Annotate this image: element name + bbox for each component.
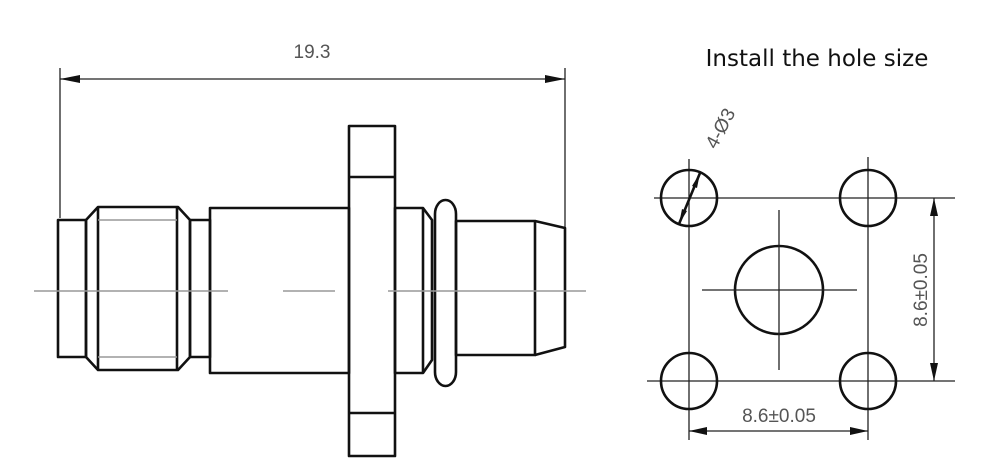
mounting-hole bbox=[838, 351, 898, 411]
hex-nut bbox=[84, 205, 192, 372]
length-label: 19.3 bbox=[294, 42, 331, 63]
arrow-right-icon bbox=[545, 75, 565, 83]
left-cap bbox=[56, 218, 88, 359]
mounting-hole bbox=[659, 351, 719, 411]
neck bbox=[188, 218, 212, 359]
arrow-left-icon bbox=[689, 427, 707, 435]
o-ring bbox=[433, 198, 458, 388]
arrow-left-icon bbox=[60, 75, 80, 83]
arrow-up-icon bbox=[930, 198, 938, 216]
horizontal-spacing-label: 8.6±0.05 bbox=[742, 406, 816, 427]
hole-callout: 4-Ø3 bbox=[702, 105, 740, 152]
tip-taper bbox=[534, 219, 567, 357]
tip bbox=[454, 219, 537, 357]
arrow-icon bbox=[692, 173, 700, 188]
arrow-icon bbox=[679, 209, 687, 224]
arrow-right-icon bbox=[850, 427, 868, 435]
mounting-hole bbox=[838, 168, 898, 228]
vertical-spacing-label: 8.6±0.05 bbox=[911, 253, 932, 327]
arrow-down-icon bbox=[930, 363, 938, 381]
mounting-hole bbox=[659, 168, 719, 228]
hole-pattern-title: Install the hole size bbox=[706, 46, 929, 72]
connector-side-view: 19.3 bbox=[34, 42, 586, 458]
hole-pattern-view: Install the hole size 4-Ø3 8.6±0.05 8.6±… bbox=[647, 46, 955, 440]
